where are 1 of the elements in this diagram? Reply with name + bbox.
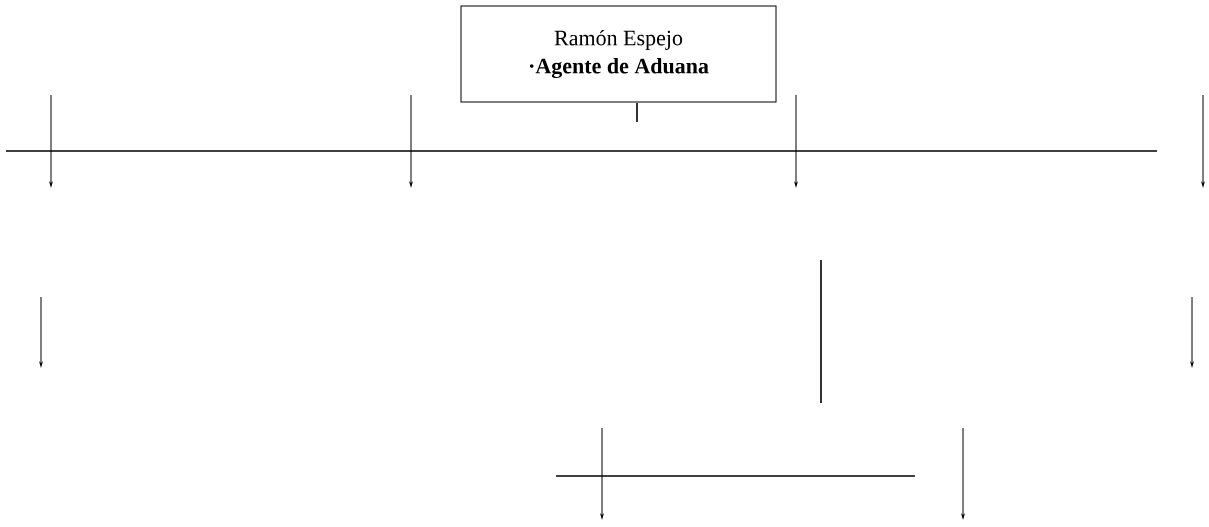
- title-box: Ramón Espejo ·Agente de Aduana: [460, 5, 777, 103]
